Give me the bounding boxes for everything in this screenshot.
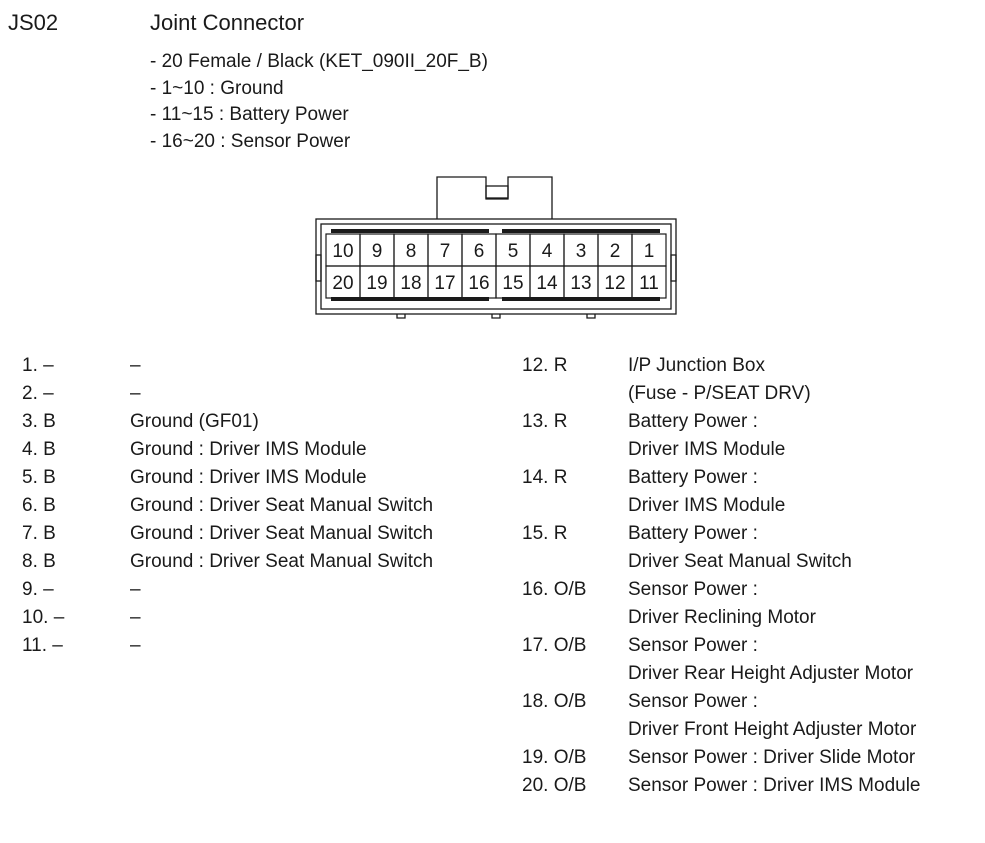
pin-number: 9 (372, 241, 383, 262)
pin-number: 10 (332, 241, 353, 262)
pin-wire: 4. B (22, 439, 56, 460)
pin-number: 8 (406, 241, 417, 262)
pin-wire: 8. B (22, 551, 56, 572)
row-markers (331, 229, 660, 301)
pin-number: 2 (610, 241, 621, 262)
pin-wire: 16. O/B (522, 579, 587, 600)
pin-description: (Fuse - P/SEAT DRV) (628, 383, 811, 404)
pin-description: Sensor Power : (628, 635, 758, 656)
pin-description: – (130, 607, 141, 628)
pin-description: Sensor Power : Driver IMS Module (628, 775, 921, 796)
spec-line: - 16~20 : Sensor Power (150, 130, 351, 152)
pin-wire: 13. R (522, 411, 568, 432)
pin-wire: 20. O/B (522, 775, 587, 796)
pin-description: I/P Junction Box (628, 355, 765, 376)
pin-number: 4 (542, 241, 553, 262)
pin-number: 11 (639, 273, 659, 294)
pin-description: Battery Power : (628, 411, 758, 432)
pin-number: 6 (474, 241, 485, 262)
pin-number: 18 (400, 273, 421, 294)
pin-number: 7 (440, 241, 451, 262)
pin-wire: 14. R (522, 467, 568, 488)
pin-description: – (130, 383, 141, 404)
pin-description: Ground : Driver IMS Module (130, 439, 367, 460)
row-marker-bottom-left (331, 297, 489, 301)
row-marker-top-left (331, 229, 489, 233)
pin-description: Sensor Power : (628, 579, 758, 600)
pin-wire: 1. – (22, 355, 54, 376)
spec-line: - 1~10 : Ground (150, 77, 284, 99)
pin-number: 3 (576, 241, 587, 262)
connector-side-key-left (315, 254, 322, 282)
pin-description: Driver Rear Height Adjuster Motor (628, 663, 914, 684)
pin-wire: 2. – (22, 383, 54, 404)
spec-line: - 11~15 : Battery Power (150, 104, 349, 125)
pin-wire: 6. B (22, 495, 56, 516)
pin-description: Sensor Power : (628, 691, 758, 712)
pin-number: 12 (604, 273, 625, 294)
pin-wire: 18. O/B (522, 691, 587, 712)
pin-number: 15 (502, 273, 523, 294)
pin-wire: 12. R (522, 355, 568, 376)
pin-number: 14 (536, 273, 558, 294)
pin-wire: 15. R (522, 523, 568, 544)
pin-number: 5 (508, 241, 519, 262)
pin-wire: 3. B (22, 411, 56, 432)
pin-number: 13 (570, 273, 591, 294)
pin-wire: 11. – (22, 635, 63, 656)
pin-description: Driver IMS Module (628, 439, 786, 460)
pin-description: Driver Reclining Motor (628, 607, 816, 628)
pin-description: Battery Power : (628, 467, 758, 488)
pin-description: – (130, 355, 141, 376)
pin-number: 20 (332, 273, 353, 294)
pin-description: Driver Seat Manual Switch (628, 551, 852, 572)
connector-code: JS02 (8, 10, 59, 35)
pin-number: 17 (434, 273, 455, 294)
pin-wire: 19. O/B (522, 747, 587, 768)
pin-description: Battery Power : (628, 523, 758, 544)
spec-line: - 20 Female / Black (KET_090II_20F_B) (150, 51, 488, 72)
pin-wire: 9. – (22, 579, 54, 600)
row-marker-bottom-right (502, 297, 660, 301)
pin-wire: 10. – (22, 607, 65, 628)
pin-description: Ground : Driver Seat Manual Switch (130, 551, 434, 572)
pin-description: Ground : Driver Seat Manual Switch (130, 523, 434, 544)
pin-wire: 5. B (22, 467, 56, 488)
pin-number: 19 (366, 273, 387, 294)
latch-slot (485, 185, 509, 199)
row-marker-top-right (502, 229, 660, 233)
pin-description: Ground : Driver Seat Manual Switch (130, 495, 434, 516)
connector-bottom-nub (396, 314, 406, 319)
pin-description: – (130, 635, 141, 656)
connector-specs: - 20 Female / Black (KET_090II_20F_B) - … (150, 49, 488, 155)
pin-description: – (130, 579, 141, 600)
connector-title: Joint Connector (150, 10, 305, 35)
pin-wire: 7. B (22, 523, 56, 544)
pin-description: Sensor Power : Driver Slide Motor (628, 747, 916, 768)
connector-bottom-nub (491, 314, 501, 319)
connector-latch (436, 176, 553, 219)
pin-description: Ground : Driver IMS Module (130, 467, 367, 488)
connector-side-key-right (670, 254, 677, 282)
pin-description: Driver IMS Module (628, 495, 786, 516)
connector-bottom-nub (586, 314, 596, 319)
pin-number: 16 (468, 273, 489, 294)
pin-description: Ground (GF01) (130, 411, 259, 432)
pin-description: Driver Front Height Adjuster Motor (628, 719, 917, 740)
pin-wire: 17. O/B (522, 635, 587, 656)
pin-number: 1 (644, 241, 655, 262)
